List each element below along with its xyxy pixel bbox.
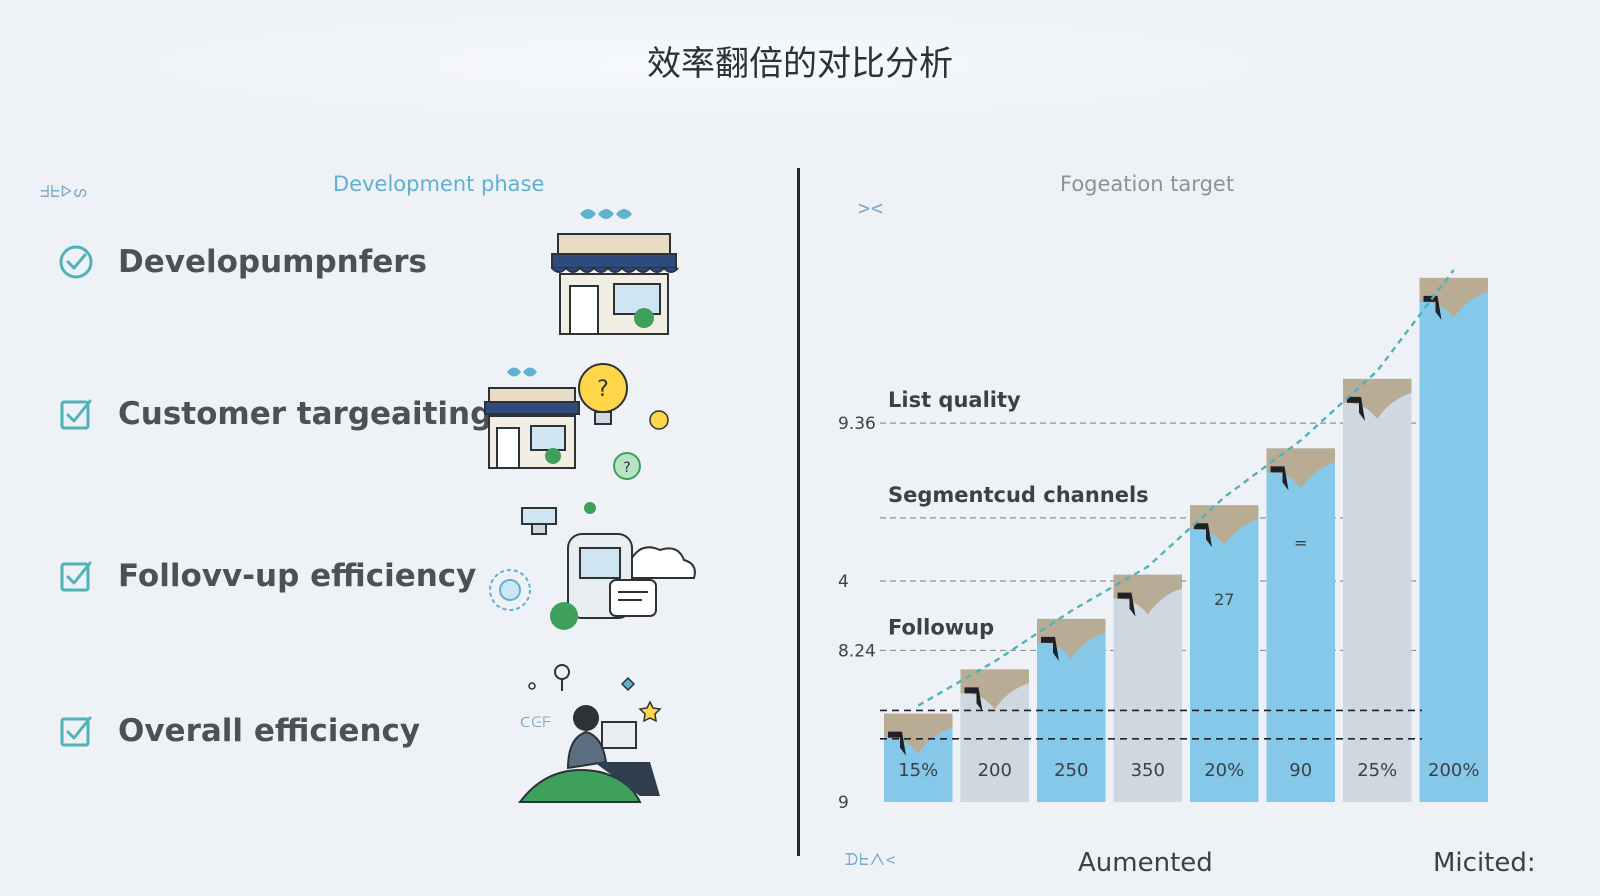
bar-cap-shadow: [1117, 592, 1136, 617]
list-item-label: Follovv-up efficiency: [118, 558, 477, 594]
list-item-label: Overall efficiency: [118, 713, 421, 749]
doodle-text: ᗪᖶᐱ<: [845, 850, 897, 869]
list-item: Follovv-up efficiency: [58, 558, 476, 594]
bar-cap-shadow: [1194, 523, 1212, 548]
annotation-label: Followup: [888, 615, 994, 639]
annotation-label: List quality: [888, 388, 1021, 412]
bar: [1266, 448, 1335, 802]
bar-cap: [1266, 448, 1335, 489]
bar-cap-shadow: [1041, 636, 1059, 661]
bar: [1343, 378, 1412, 802]
check-circle-icon: [59, 245, 93, 279]
person-laptop-icon: [517, 664, 662, 803]
panel-divider: [797, 168, 800, 856]
list-item: Customer targeaiting: [58, 396, 492, 432]
bar-cap: [1037, 618, 1106, 659]
bar-cap: [884, 713, 953, 754]
bar-cap: [1343, 378, 1412, 419]
bar-cap-shadow: [964, 687, 983, 712]
bar-value-label: 250: [1054, 760, 1088, 781]
lightbulb-shop-icon: ? ?: [484, 363, 669, 480]
bar-value-label: 200: [978, 760, 1012, 781]
check-square-icon: [60, 716, 92, 747]
bar-cap: [1190, 505, 1259, 546]
bar: [1419, 277, 1488, 802]
bar-value-label: 20%: [1204, 760, 1244, 781]
header-background: [40, 0, 1370, 130]
bar-cap-shadow: [1423, 295, 1442, 320]
bar-value-label: 350: [1131, 760, 1165, 781]
right-panel-title: Fogeation target: [1060, 172, 1235, 196]
bar-chart: 9 8.24 4 9.36 15% 200 250 350 20% 90 25% 200% 27 = Lis…: [838, 269, 1488, 813]
list-item: Overall efficiency: [58, 713, 420, 749]
bar-cap-shadow: [1347, 396, 1365, 421]
bar-cap: [1113, 574, 1182, 615]
list-item-label: Customer targeaiting: [118, 396, 493, 432]
bottom-label-left: Aumented: [1078, 848, 1213, 878]
bar-cap-shadow: [888, 731, 906, 756]
bar-cap: [960, 669, 1029, 710]
bottom-label-right: Micited:: [1433, 848, 1536, 878]
bar-cap: [1419, 277, 1488, 318]
y-tick-label: 9: [838, 793, 849, 813]
list-item-label: Developumpnfers: [118, 244, 427, 280]
bar-value-label: 15%: [898, 760, 938, 781]
svg-text:?: ?: [597, 377, 609, 402]
page-title: 效率翻倍的对比分析: [647, 44, 953, 84]
doodle-text: ᖵᖶᐅᔕ: [40, 182, 89, 201]
bar-value-label: 90: [1289, 760, 1312, 781]
storefront-icon: [551, 209, 679, 335]
left-panel-title: Development phase: [333, 172, 545, 196]
svg-text:?: ?: [623, 460, 630, 476]
doodle-text: ᑕᕮᖴ: [520, 715, 552, 731]
bar-value-label: 200%: [1428, 760, 1479, 781]
bar-cap-shadow: [1270, 466, 1289, 491]
bar-inner-label: =: [1294, 533, 1307, 552]
bar: [1190, 505, 1259, 802]
bar-value-label: 25%: [1357, 760, 1397, 781]
y-tick-label: 4: [838, 572, 849, 592]
list-item: Developumpnfers: [58, 244, 427, 280]
check-square-icon: [60, 561, 92, 592]
y-tick-label: 9.36: [838, 414, 876, 434]
device-cloud-icon: [489, 502, 696, 630]
annotation-label: Segmentcud channels: [888, 483, 1149, 507]
bar-inner-label: 27: [1214, 590, 1234, 609]
check-square-icon: [60, 399, 92, 430]
doodle-text: ><: [858, 196, 885, 220]
y-tick-label: 8.24: [838, 641, 876, 661]
trend-line: [917, 269, 1455, 707]
